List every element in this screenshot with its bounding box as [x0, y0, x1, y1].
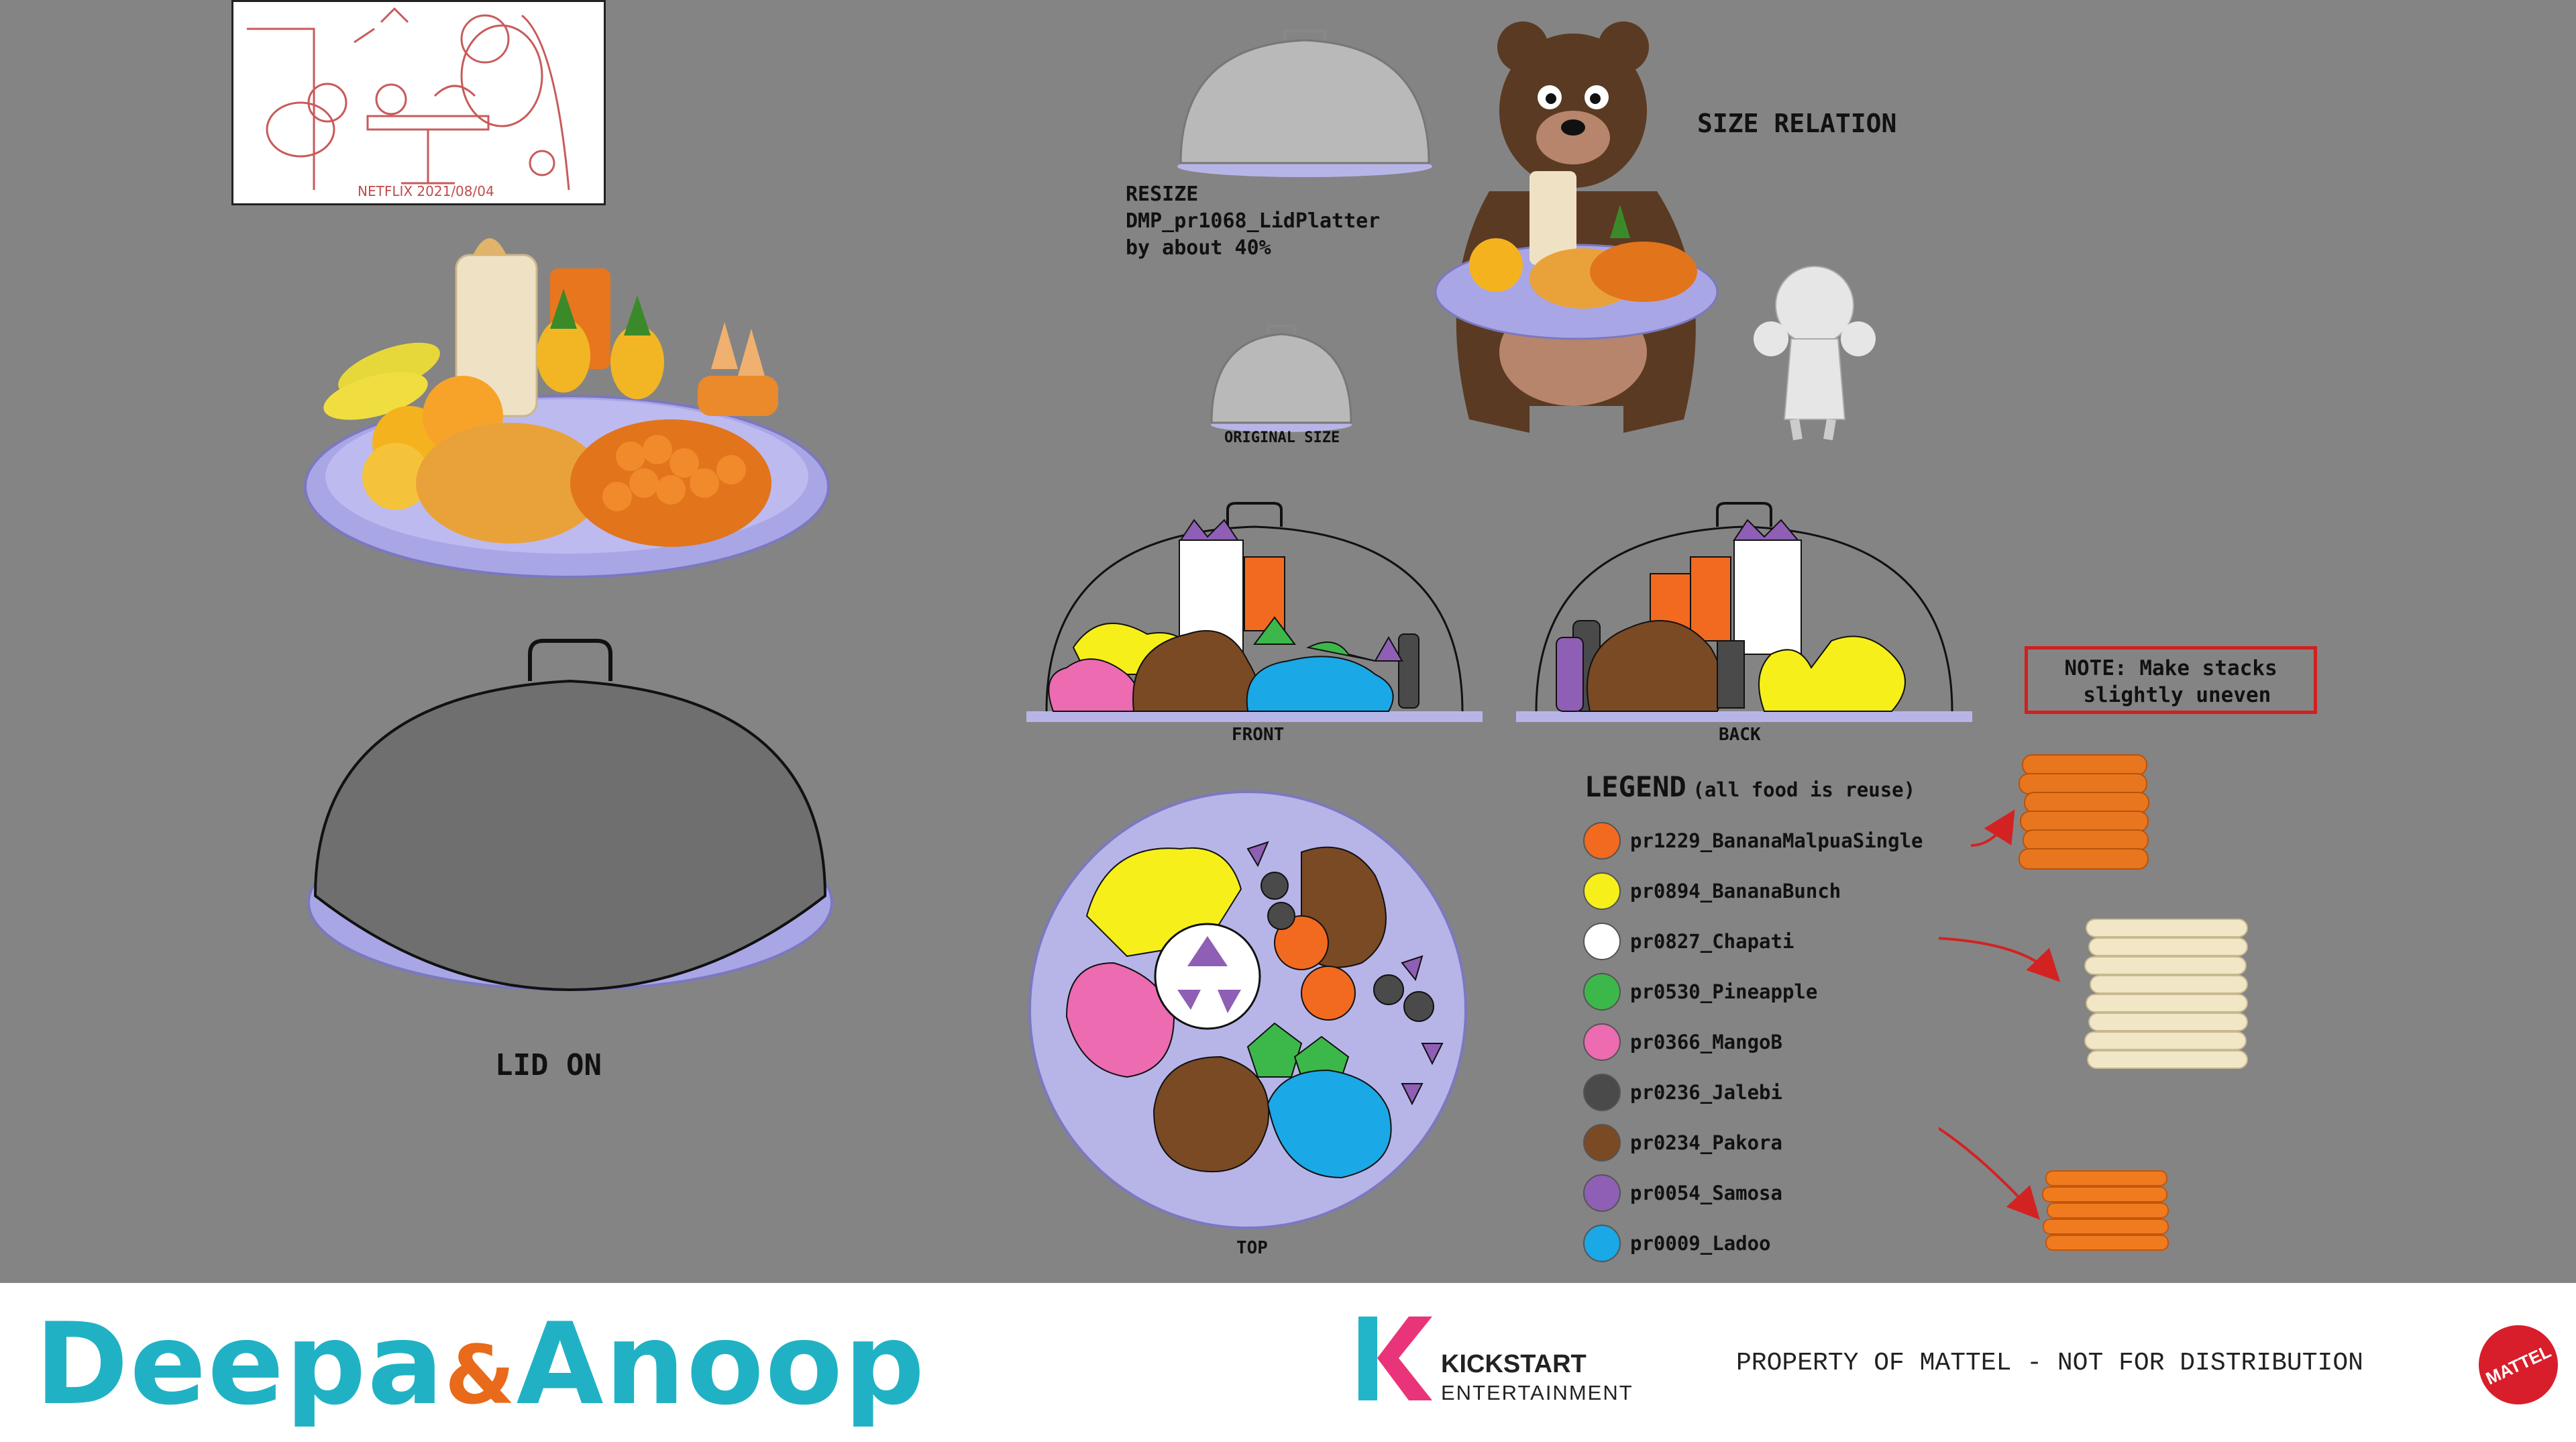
food-platter-illustration: [304, 238, 830, 578]
legend-item: pr0827_Chapati: [1583, 921, 1794, 962]
sketch-drawing: [247, 7, 570, 191]
legend-subtitle: (all food is reuse): [1693, 778, 1916, 801]
legend-item: pr0366_MangoB: [1583, 1022, 1782, 1062]
original-size-label: ORIGINAL SIZE: [1224, 429, 1340, 446]
back-view-label: BACK: [1719, 725, 1761, 745]
legend-item: pr1229_BananaMalpuaSingle: [1583, 821, 1923, 861]
storyboard-sketch: NETFLIX 2021/08/04: [231, 0, 606, 205]
malpua-stack-image: [2019, 754, 2149, 870]
silver-lid-original: [1210, 325, 1352, 432]
chapati-stack-image: [2084, 919, 2248, 1069]
legend-swatch: [1583, 1023, 1621, 1061]
legend-swatch: [1583, 1174, 1621, 1212]
property-notice: PROPERTY OF MATTEL - NOT FOR DISTRIBUTIO…: [1736, 1349, 2363, 1378]
legend-label: pr0236_Jalebi: [1630, 1081, 1782, 1104]
legend-swatch: [1583, 872, 1621, 910]
kickstart-logo-icon: [1358, 1317, 1432, 1400]
top-view-diagram: [1028, 790, 1467, 1229]
legend-swatch: [1583, 1074, 1621, 1111]
legend-item: pr0530_Pineapple: [1583, 972, 1817, 1012]
legend-item: pr0009_Ladoo: [1583, 1223, 1771, 1264]
size-relation-label: SIZE RELATION: [1697, 109, 1897, 138]
legend-label: pr0054_Samosa: [1630, 1182, 1782, 1204]
legend-label: pr0366_MangoB: [1630, 1031, 1782, 1053]
kickstart-subtitle: ENTERTAINMENT: [1441, 1381, 1633, 1404]
top-view-label: TOP: [1236, 1238, 1268, 1258]
resize-note: RESIZE DMP_pr1068_LidPlatter by about 40…: [1126, 183, 1381, 260]
kickstart-name: KICKSTART: [1441, 1350, 1587, 1378]
back-view-diagram: [1516, 502, 1972, 722]
legend-label: pr1229_BananaMalpuaSingle: [1630, 829, 1923, 852]
deepa-anoop-logo: Deepa&Anoop: [35, 1298, 926, 1430]
front-view-diagram: [1026, 502, 1483, 722]
lid-on-illustration: [307, 639, 833, 992]
legend-heading: LEGEND: [1585, 770, 1686, 803]
legend-label: pr0234_Pakora: [1630, 1131, 1782, 1154]
front-view-label: FRONT: [1232, 725, 1285, 745]
legend-swatch: [1583, 1124, 1621, 1162]
legend-label: pr0530_Pineapple: [1630, 980, 1818, 1003]
legend-title: LEGEND (all food is reuse): [1585, 770, 1915, 803]
legend-label: pr0009_Ladoo: [1630, 1232, 1771, 1255]
legend-label: pr0894_BananaBunch: [1630, 880, 1841, 903]
legend-swatch: [1583, 1225, 1621, 1262]
size-relation-illustration: [1434, 21, 1876, 441]
legend-swatch: [1583, 822, 1621, 860]
footer-bar: [0, 1283, 2576, 1442]
legend-swatch: [1583, 923, 1621, 960]
legend-item: pr0894_BananaBunch: [1583, 871, 1841, 911]
stack-note: NOTE: Make stacks slightly uneven: [2025, 646, 2317, 714]
legend-item: pr0054_Samosa: [1583, 1173, 1782, 1213]
legend-item: pr0234_Pakora: [1583, 1123, 1782, 1163]
silver-lid-resized: [1177, 29, 1432, 177]
reference-arrows: [1939, 809, 2061, 1220]
lid-on-label: LID ON: [495, 1048, 602, 1082]
sketch-stamp: NETFLIX 2021/08/04: [358, 183, 494, 199]
legend-swatch: [1583, 973, 1621, 1011]
legend-label: pr0827_Chapati: [1630, 930, 1794, 953]
legend-item: pr0236_Jalebi: [1583, 1072, 1782, 1113]
jalebi-stack-image: [2042, 1170, 2169, 1251]
